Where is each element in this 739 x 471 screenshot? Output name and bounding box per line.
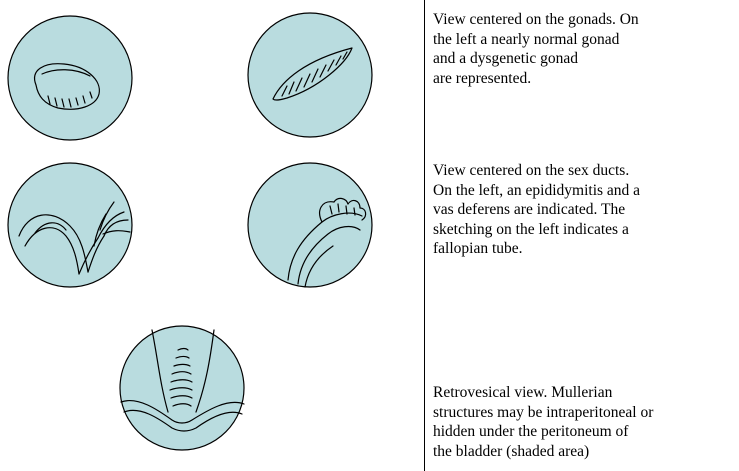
retrovesical-view bbox=[119, 325, 245, 451]
sex-ducts-caption: View centered on the sex ducts. On the l… bbox=[433, 162, 641, 257]
vertical-divider bbox=[424, 0, 425, 471]
laparoscopic-views-illustration bbox=[7, 12, 373, 451]
retrovesical-caption: Retrovesical view. Mullerian structures … bbox=[433, 384, 654, 460]
normal-gonad-view bbox=[7, 15, 133, 141]
gonads-caption: View centered on the gonads. On the left… bbox=[433, 11, 639, 87]
fallopian-tube-view bbox=[247, 162, 373, 288]
dysgenetic-gonad-view bbox=[247, 12, 373, 138]
epididymis-vas-deferens-view bbox=[7, 162, 133, 288]
